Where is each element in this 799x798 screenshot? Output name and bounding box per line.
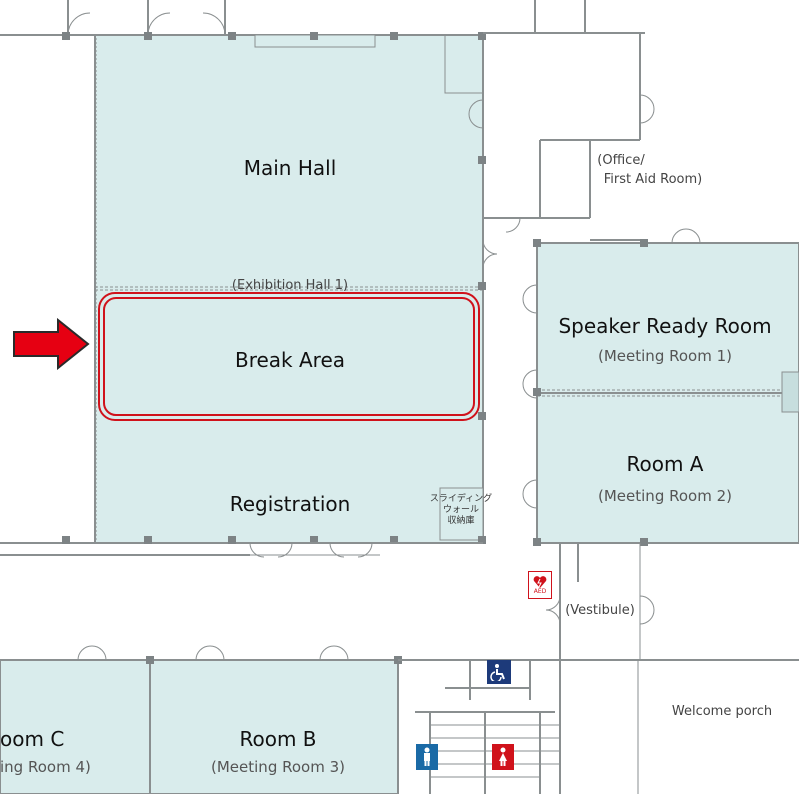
sliding-wall-storage-label: スライディング ウォール 収納庫: [429, 494, 493, 526]
room-b-label: Room B: [239, 727, 317, 751]
room-b: [149, 659, 399, 795]
break-area-label: Break Area: [234, 348, 346, 372]
registration-label: Registration: [229, 492, 351, 516]
room-a: [536, 392, 799, 544]
meeting-room-3-label: (Meeting Room 3): [211, 758, 345, 776]
break-area-highlight: [98, 292, 480, 421]
vestibule-label: (Vestibule): [565, 603, 635, 618]
meeting-room-1-label: (Meeting Room 1): [598, 347, 732, 365]
exhibition-hall-label: (Exhibition Hall 1): [231, 278, 349, 293]
location-arrow-icon: [13, 318, 90, 370]
main-hall-label: Main Hall: [243, 156, 337, 180]
welcome-porch-label: Welcome porch: [671, 704, 773, 719]
room-c-label: oom C: [0, 727, 65, 751]
meeting-room-2-label: (Meeting Room 2): [598, 487, 732, 505]
womens-restroom-icon: [492, 744, 514, 770]
room-a-label: Room A: [626, 452, 704, 476]
mens-restroom-icon: [416, 744, 438, 770]
meeting-room-4-label: ing Room 4): [0, 758, 91, 776]
room-c: [0, 659, 151, 795]
first-aid-label: First Aid Room): [603, 172, 703, 187]
aed-icon: AED: [528, 571, 552, 599]
speaker-ready-room-label: Speaker Ready Room: [558, 314, 772, 338]
office-label: (Office/: [597, 153, 645, 168]
main-hall-room: [94, 34, 484, 544]
speaker-ready-room: [536, 242, 799, 394]
wheelchair-icon: [487, 660, 511, 684]
